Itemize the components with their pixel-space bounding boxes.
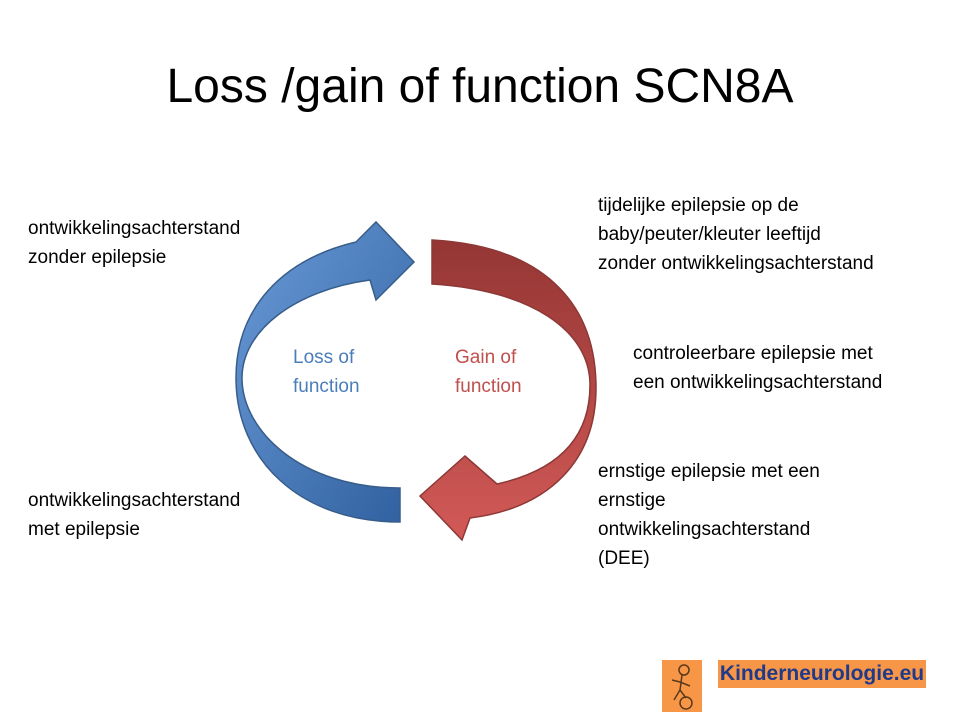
note-bottom-right: ernstige epilepsie met een ernstige ontw…	[598, 461, 820, 569]
loss-of-function-arrow	[235, 220, 416, 523]
brand-logo[interactable]: Kinderneurologie.eu	[718, 660, 926, 688]
note-top-right: tijdelijke epilepsie op de baby/peuter/k…	[598, 195, 874, 274]
loss-of-function-label: Loss of function	[293, 347, 360, 397]
child-figure-icon	[662, 660, 702, 712]
note-bottom-left: ontwikkelingsachterstand met epilepsie	[28, 490, 241, 540]
note-middle-right: controleerbare epilepsie met een ontwikk…	[633, 343, 883, 393]
slide-title: Loss /gain of function SCN8A	[166, 60, 794, 113]
gain-of-function-label: Gain of function	[455, 347, 522, 397]
gain-of-function-arrow	[418, 239, 597, 542]
note-top-left: ontwikkelingsachterstand zonder epilepsi…	[28, 218, 241, 268]
